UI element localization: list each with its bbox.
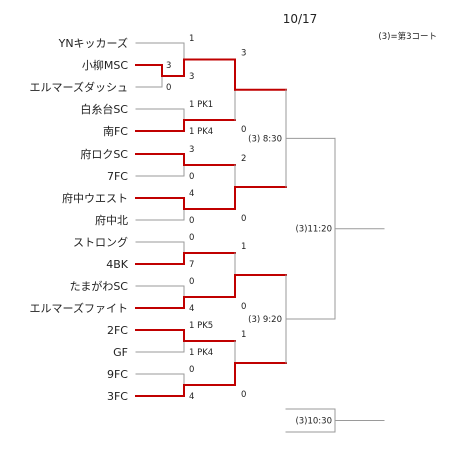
score-label: 0 xyxy=(189,365,194,375)
team-name: 府ロクSC xyxy=(80,147,128,161)
match-time-label: (3) 8:30 xyxy=(248,134,282,144)
score-label: 0 xyxy=(241,125,246,135)
team-name: 3FC xyxy=(107,390,128,403)
score-label: 3 xyxy=(241,49,246,59)
team-name: 府中北 xyxy=(95,213,128,227)
team-name: YNキッカーズ xyxy=(58,36,128,50)
score-label: 0 xyxy=(189,216,194,226)
team-name: GF xyxy=(113,346,128,359)
score-label: 0 xyxy=(189,233,194,243)
team-name: 府中ウエスト xyxy=(62,191,128,205)
score-label: 0 xyxy=(166,83,171,93)
score-label: 1 PK5 xyxy=(189,321,213,331)
score-label: 0 xyxy=(241,214,246,224)
team-name: 7FC xyxy=(107,170,128,183)
team-name: ストロング xyxy=(73,235,128,249)
score-label: 4 xyxy=(189,304,194,314)
team-name: 南FC xyxy=(103,125,128,138)
score-label: 1 PK4 xyxy=(189,127,213,137)
match-time-label: (3) 9:20 xyxy=(248,315,282,325)
team-name: 2FC xyxy=(107,324,128,337)
date-title: 10/17 xyxy=(283,12,318,26)
team-name: たまがわSC xyxy=(70,279,129,293)
score-label: 0 xyxy=(189,172,194,182)
score-label: 0 xyxy=(241,302,246,312)
team-name: エルマーズファイト xyxy=(30,301,128,315)
score-label: 4 xyxy=(189,392,194,402)
court-note: (3)=第3コート xyxy=(378,31,437,42)
score-label: 1 xyxy=(241,242,246,252)
bracket-lines xyxy=(135,42,385,433)
score-label: 1 xyxy=(189,34,194,44)
team-name: 9FC xyxy=(107,368,128,381)
score-label: 0 xyxy=(241,390,246,400)
score-label: 7 xyxy=(189,260,194,270)
score-label: 0 xyxy=(189,277,194,287)
team-name: エルマーズダッシュ xyxy=(30,80,128,94)
score-label: 3 xyxy=(166,61,171,71)
score-label: 2 xyxy=(241,154,246,164)
team-name: 小柳MSC xyxy=(82,58,128,72)
team-name: 4BK xyxy=(106,258,129,271)
match-time-label: (3)11:20 xyxy=(295,225,332,235)
score-label: 1 PK4 xyxy=(189,348,213,358)
match-time-label: (3)10:30 xyxy=(295,417,332,427)
team-name: 白糸台SC xyxy=(80,102,128,116)
score-label: 3 xyxy=(189,145,194,155)
score-label: 3 xyxy=(189,72,194,82)
score-label: 1 PK1 xyxy=(189,100,213,110)
score-label: 1 xyxy=(241,330,246,340)
score-label: 4 xyxy=(189,189,194,199)
